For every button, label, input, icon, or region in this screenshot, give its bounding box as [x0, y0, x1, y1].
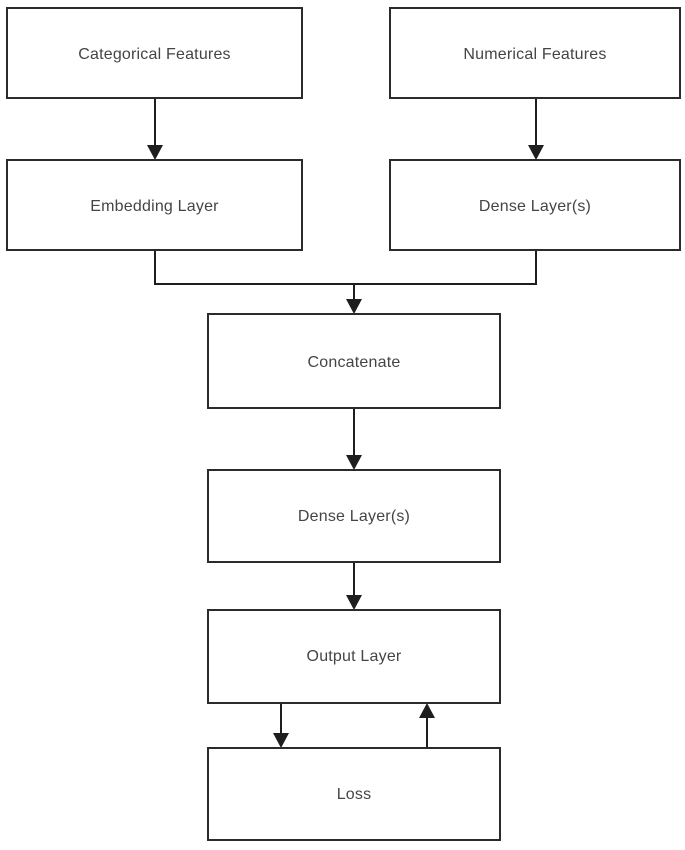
node-label-categorical-features: Categorical Features [78, 46, 231, 63]
node-embedding-layer[interactable]: Embedding Layer [6, 159, 303, 251]
edge-dense-main-to-output [346, 562, 362, 610]
edge-output-to-loss [273, 703, 289, 748]
node-label-embedding-layer: Embedding Layer [90, 198, 219, 215]
edge-embedding-to-concatenate [154, 250, 354, 285]
node-dense-layers-numeric[interactable]: Dense Layer(s) [389, 159, 681, 251]
edge-merge-to-concatenate [346, 284, 362, 314]
node-output-layer[interactable]: Output Layer [207, 609, 501, 704]
node-dense-layers-main[interactable]: Dense Layer(s) [207, 469, 501, 563]
node-label-output-layer: Output Layer [307, 648, 402, 665]
edge-loss-to-output [419, 703, 435, 748]
node-loss[interactable]: Loss [207, 747, 501, 841]
edge-concatenate-to-dense-main [346, 408, 362, 470]
node-label-concatenate: Concatenate [308, 354, 401, 371]
edge-dense-numeric-to-concatenate [354, 250, 537, 285]
node-label-dense-layers-main: Dense Layer(s) [298, 508, 410, 525]
node-label-loss: Loss [337, 786, 372, 803]
edge-categorical-to-embedding [147, 98, 163, 160]
node-categorical-features[interactable]: Categorical Features [6, 7, 303, 99]
node-concatenate[interactable]: Concatenate [207, 313, 501, 409]
node-numerical-features[interactable]: Numerical Features [389, 7, 681, 99]
node-label-numerical-features: Numerical Features [463, 46, 606, 63]
edge-numerical-to-dense [528, 98, 544, 160]
node-label-dense-layers-numeric: Dense Layer(s) [479, 198, 591, 215]
